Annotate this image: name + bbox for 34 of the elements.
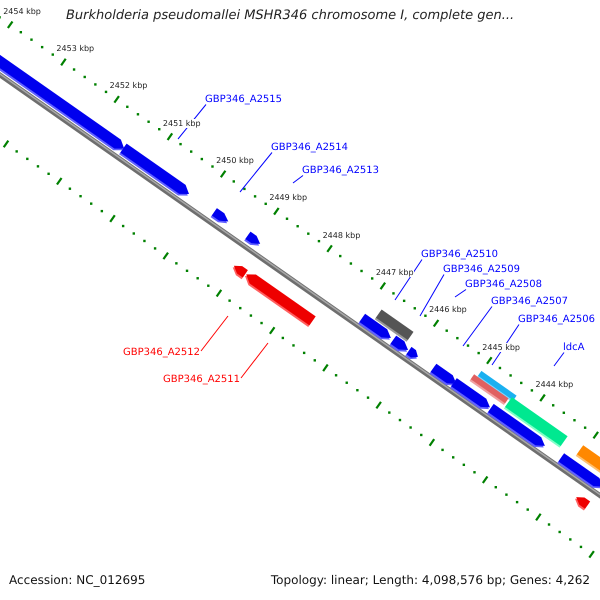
gene-label: GBP346_A2508	[465, 279, 542, 290]
leader-line	[240, 342, 268, 378]
leader-line	[394, 259, 422, 300]
title: Burkholderia pseudomallei MSHR346 chromosome I, complete gen...	[66, 9, 514, 24]
scale-label: 2450 kbp	[216, 156, 254, 166]
leader-line	[462, 306, 492, 346]
scale-label: 2444 kbp	[536, 380, 574, 390]
scale-label: 2447 kbp	[376, 268, 414, 278]
scale-label: 2445 kbp	[482, 342, 520, 352]
gene-label: GBP346_A2511	[162, 374, 240, 386]
leader-line	[200, 316, 228, 352]
gene-label: GBP346_A2514	[271, 142, 348, 154]
scale-label: 2451 kbp	[162, 118, 201, 128]
gene-label: GBP346_A2509	[443, 264, 520, 276]
gene-label: GBP346_A2506	[518, 314, 596, 326]
scale-label: 2453 kbp	[56, 44, 94, 54]
scale-label: 2454 kbp	[3, 6, 41, 16]
gene-label: GBP346_A2513	[302, 165, 380, 176]
gene-label: GBP346_A2515	[205, 94, 282, 106]
scale-label: 2449 kbp	[269, 193, 308, 202]
accession-text: Accession: NC_012695	[9, 574, 146, 588]
leader-line	[292, 175, 304, 184]
leader-line	[454, 289, 466, 298]
leader-line	[240, 152, 272, 192]
genome-summary-text: Topology: linear; Length: 4,098,576 bp; Genes: 4,262	[270, 574, 590, 588]
gene-label: ldcA	[563, 342, 584, 354]
gene-label: GBP346_A2510	[421, 249, 498, 260]
gene-label: GBP346_A2507	[491, 296, 568, 308]
leader-line	[554, 352, 564, 366]
scale-label: 2452 kbp	[110, 81, 148, 91]
gene-label: GBP346_A2512	[122, 347, 200, 358]
leader-line	[420, 274, 444, 316]
scale-label: 2446 kbp	[429, 305, 467, 314]
scale-label: 2448 kbp	[322, 230, 360, 240]
